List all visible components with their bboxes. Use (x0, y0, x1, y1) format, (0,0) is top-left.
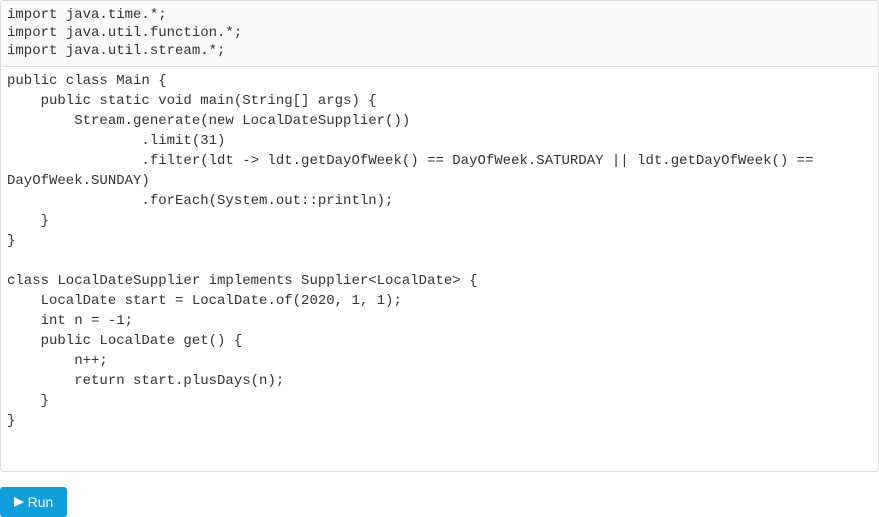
code-line: import java.util.function.*; (7, 25, 243, 41)
editable-code-area[interactable]: public class Main { public static void m… (1, 67, 878, 431)
code-line[interactable]: return start.plusDays(n); (7, 373, 285, 389)
code-line[interactable]: class LocalDateSupplier implements Suppl… (7, 273, 478, 289)
code-line[interactable]: } (7, 233, 16, 249)
code-line[interactable]: } (7, 393, 50, 409)
play-icon (13, 497, 24, 507)
code-line[interactable]: } (7, 413, 16, 429)
code-line: import java.time.*; (7, 7, 167, 23)
code-line[interactable] (7, 251, 878, 271)
code-line[interactable]: int n = -1; (7, 313, 134, 329)
code-line[interactable]: public class Main { (7, 73, 167, 89)
code-line[interactable]: .limit(31) (7, 133, 226, 149)
code-line[interactable]: .filter(ldt -> ldt.getDayOfWeek() == Day… (7, 153, 814, 169)
code-line[interactable]: } (7, 213, 50, 229)
code-line[interactable]: public LocalDate get() { (7, 333, 243, 349)
run-button-label: Run (27, 494, 54, 510)
code-editor[interactable]: import java.time.*; import java.util.fun… (0, 0, 879, 472)
code-line[interactable]: public static void main(String[] args) { (7, 93, 377, 109)
run-button[interactable]: Run (0, 487, 67, 517)
readonly-imports-section: import java.time.*; import java.util.fun… (1, 1, 878, 67)
code-line: import java.util.stream.*; (7, 43, 226, 59)
code-line[interactable]: LocalDate start = LocalDate.of(2020, 1, … (7, 293, 402, 309)
code-line[interactable]: DayOfWeek.SUNDAY) (7, 173, 150, 189)
code-line[interactable]: Stream.generate(new LocalDateSupplier()) (7, 113, 411, 129)
code-line[interactable]: n++; (7, 353, 108, 369)
code-line[interactable]: .forEach(System.out::println); (7, 193, 394, 209)
